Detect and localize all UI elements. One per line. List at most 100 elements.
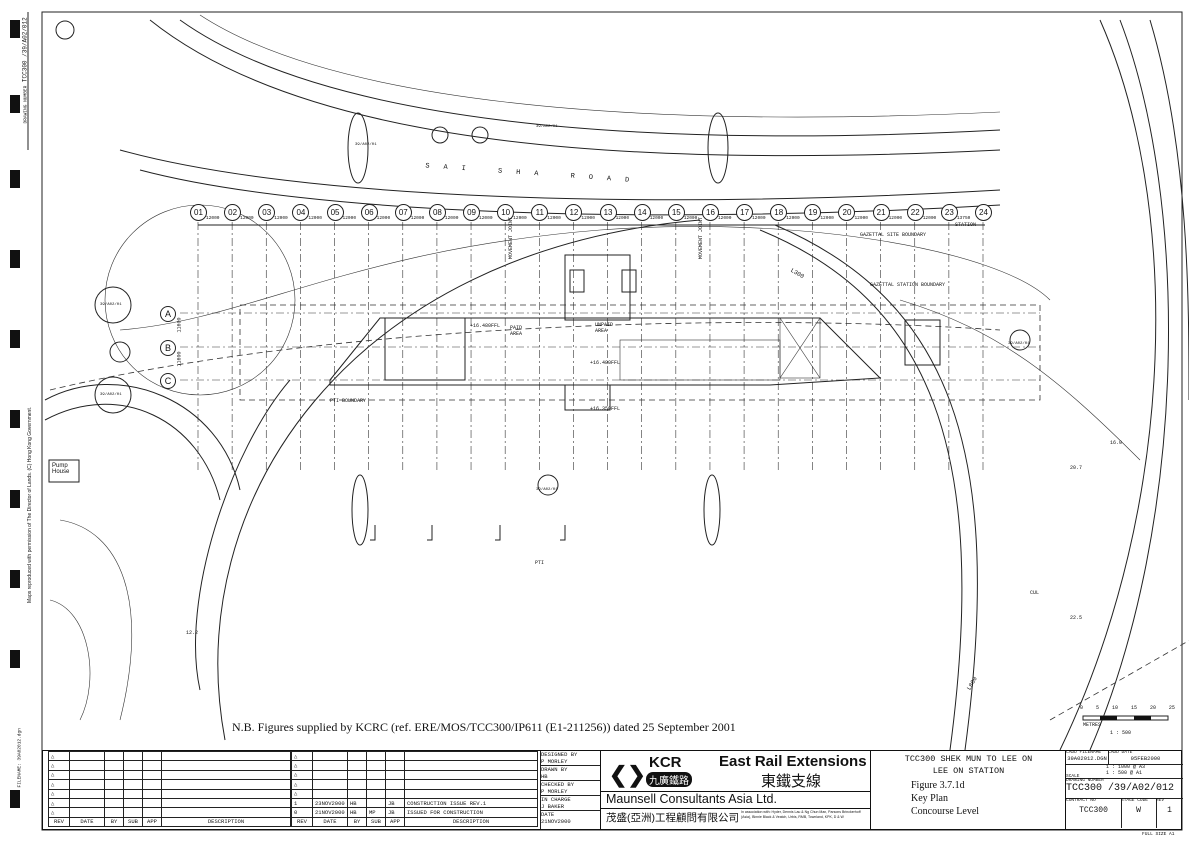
drawing-info-panel: CADD FILENAME 39A02012.DGN CADD DATE 05F… <box>1065 750 1183 830</box>
revision-cell-rev: △ <box>48 750 70 762</box>
revision-cell-by <box>347 750 367 762</box>
revision-row: △ <box>48 788 291 799</box>
revision-header: DESCRIPTION <box>161 816 291 828</box>
revision-cell-sub <box>123 788 143 799</box>
station-building <box>239 254 1041 411</box>
grid-column-bubble: 06 <box>360 204 378 221</box>
revision-cell-app <box>385 788 405 799</box>
revision-cell-rev: △ <box>291 750 313 762</box>
grid-spacing-label: 12000 <box>717 216 732 221</box>
revision-cell-by <box>347 760 367 771</box>
revision-cell-date <box>69 807 105 818</box>
revision-cell-rev: △ <box>48 807 70 818</box>
revision-cell-date <box>69 769 105 781</box>
revision-cell-app <box>142 807 162 818</box>
revision-cell-date <box>69 788 105 799</box>
drawn-by: HB <box>541 773 601 781</box>
pti-boundary-label: PTI BOUNDARY <box>330 398 367 404</box>
cadd-filename-label: CADD FILENAME <box>1066 750 1102 755</box>
revision-row: △ <box>48 807 291 818</box>
grid-spacing-label: 12000 <box>444 216 459 221</box>
scale-tick: 25 <box>1168 705 1175 711</box>
level-label: 12.2 <box>186 630 199 636</box>
revision-cell-rev: △ <box>48 769 70 781</box>
section-ref: 39/A02/01 <box>1008 342 1030 346</box>
revision-cell-rev: △ <box>291 769 313 781</box>
grid-column-bubble: 23 <box>940 204 958 221</box>
revision-header: BY <box>347 816 367 828</box>
revision-cell-app: JB <box>385 807 405 818</box>
drawing-number-label: DRAWING NUMBER <box>1066 778 1104 783</box>
revision-header: SUB <box>123 816 143 828</box>
revision-cell-rev: △ <box>48 779 70 790</box>
revision-cell-app <box>142 779 162 790</box>
pti-label: PTI <box>535 560 545 566</box>
revision-cell-desc <box>161 769 291 781</box>
revision-cell-date <box>69 779 105 790</box>
revision-cell-desc <box>404 788 538 799</box>
copyright-note: Maps reproduced with permission of The D… <box>27 406 33 603</box>
grid-spacing-label: 12000 <box>922 216 937 221</box>
ffl-label: +16.480FFL <box>590 360 621 366</box>
revision-header: DESCRIPTION <box>404 816 538 828</box>
cadd-filename: 39A02012.DGN <box>1067 755 1107 762</box>
row-dim: 11600 <box>176 317 183 333</box>
revision-cell-by: HB <box>347 797 367 809</box>
cul-label: CUL <box>1030 590 1040 596</box>
drawing-title-panel: TCC300 SHEK MUN TO LEE ON LEE ON STATION… <box>870 750 1066 830</box>
grid-column-bubble: 02 <box>224 204 242 221</box>
grid-column-bubble: 10 <box>497 204 515 221</box>
ffl-label: +16.480FFL <box>470 323 501 329</box>
revision-row: △ <box>48 750 291 762</box>
revision-cell-date <box>312 779 348 790</box>
grid-column-bubble: 20 <box>838 204 856 221</box>
value: TCC300 /39/A02/012 <box>21 17 29 83</box>
revision-header: REV <box>48 816 70 828</box>
revision-cell-date <box>69 760 105 771</box>
grid-column-bubble: 24 <box>975 204 992 221</box>
grid-spacing-label: 12000 <box>752 216 766 221</box>
revision-row: △ <box>291 769 538 781</box>
designed-by-label: DESIGNED BY <box>541 751 578 758</box>
scale-unit: METRES <box>1083 722 1102 728</box>
revision-cell-date <box>312 760 348 771</box>
revision-cell-app <box>385 769 405 781</box>
revision-row: △ <box>291 750 538 762</box>
client-panel: ❮❯ KCR 九廣鐵路 East Rail Extensions 東鐵支線 Ma… <box>600 750 871 830</box>
scale-tick: 15 <box>1130 705 1137 711</box>
revision-cell-sub <box>366 769 386 781</box>
section-markers <box>109 126 1031 496</box>
scale-ratio: 1 : 500 <box>1110 730 1132 736</box>
revision-cell-sub <box>123 797 143 809</box>
figure-number: Figure 3.7.1d <box>911 780 965 791</box>
north-arrow <box>55 20 75 40</box>
grid-spacing-label: 12000 <box>615 216 630 221</box>
drawn-by-label: DRAWN BY <box>541 766 568 773</box>
revision-cell-app <box>142 797 162 809</box>
revision-cell-sub: MP <box>366 807 386 818</box>
revision-cell-rev: △ <box>291 779 313 790</box>
grid-spacing-label: 12000 <box>649 216 664 221</box>
movement-joint-label: MOVEMENT JOINT <box>698 216 705 260</box>
revision-cell-app <box>142 769 162 781</box>
revision-cell-app <box>142 788 162 799</box>
revision-cell-by <box>104 807 124 818</box>
revision-cell-sub <box>366 779 386 790</box>
kcrc-note: N.B. Figures supplied by KCRC (ref. ERE/… <box>232 720 736 734</box>
scale-1: 1 : 1000 @ A3 <box>1106 764 1146 770</box>
grid-column-bubble: 04 <box>292 204 310 221</box>
revision-cell-app <box>142 750 162 762</box>
grid-column-bubble: 22 <box>906 204 924 221</box>
revision-cell-app <box>385 760 405 771</box>
level-label: 20.7 <box>1070 465 1083 471</box>
grid-column-bubble: 05 <box>326 204 344 221</box>
contract-label: CONTRACT NO <box>1066 798 1096 803</box>
sheet-border <box>41 11 1183 831</box>
section-ref: 39/A02/01 <box>100 393 122 397</box>
label: DRAWING NUMBER <box>23 85 29 124</box>
kcr-name: KCR <box>649 754 682 771</box>
revision-cell-date <box>312 769 348 781</box>
revision-cell-sub <box>123 807 143 818</box>
